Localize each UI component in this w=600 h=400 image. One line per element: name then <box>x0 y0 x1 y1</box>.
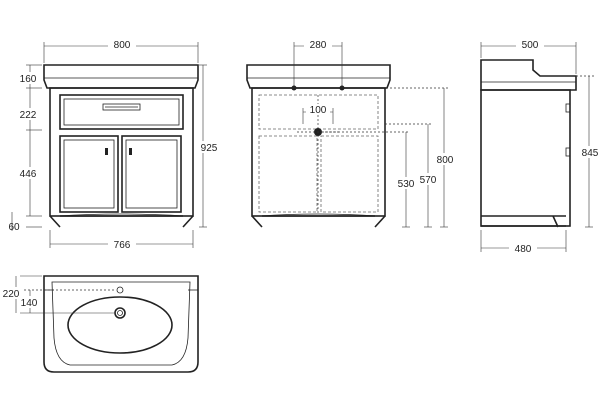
dim-front-drawer: 222 <box>20 110 37 121</box>
back-dimensions: 280 100 530 570 800 <box>293 38 455 228</box>
plan-tap-hole-icon <box>116 286 124 294</box>
plan-waste-icon <box>114 307 126 319</box>
dim-plan-140: 140 <box>21 298 38 309</box>
dim-back-570: 570 <box>420 175 437 186</box>
front-basin-top <box>43 64 199 89</box>
dim-side-845: 845 <box>582 148 599 159</box>
dim-front-plinth: 60 <box>8 222 20 233</box>
dim-side-depth-base: 480 <box>515 244 532 255</box>
front-door-left <box>59 135 119 213</box>
dim-waste-offset: 100 <box>310 105 327 116</box>
front-door-right <box>121 135 182 213</box>
front-plinth <box>49 215 194 228</box>
side-cabinet-body <box>480 89 571 227</box>
dim-plan-220: 220 <box>3 289 20 300</box>
side-basin-profile <box>480 59 577 91</box>
back-view <box>246 64 391 228</box>
back-basin-top <box>246 64 391 89</box>
plan-basin-outline <box>43 275 199 373</box>
dim-front-splash: 160 <box>20 74 37 85</box>
front-view <box>43 64 199 228</box>
dim-front-width-base: 766 <box>114 240 131 251</box>
dim-front-width-top: 800 <box>114 40 131 51</box>
plan-bowl <box>67 296 173 354</box>
front-dimensions: 800 766 160 222 446 60 925 <box>8 38 219 251</box>
side-view <box>480 59 577 228</box>
dim-tap-spacing: 280 <box>310 40 327 51</box>
drawer-handle <box>102 103 141 111</box>
dim-side-depth-top: 500 <box>522 40 539 51</box>
side-dimensions: 500 480 845 <box>480 38 600 255</box>
dim-back-530: 530 <box>398 179 415 190</box>
dim-front-doors: 446 <box>20 169 37 180</box>
dim-back-800: 800 <box>437 155 454 166</box>
dim-front-height-total: 925 <box>201 143 218 154</box>
plan-view <box>43 275 199 373</box>
door-knob-right <box>129 148 132 155</box>
plan-dimensions: 220 140 <box>0 275 116 314</box>
front-drawer <box>59 94 184 130</box>
door-knob-left <box>105 148 108 155</box>
